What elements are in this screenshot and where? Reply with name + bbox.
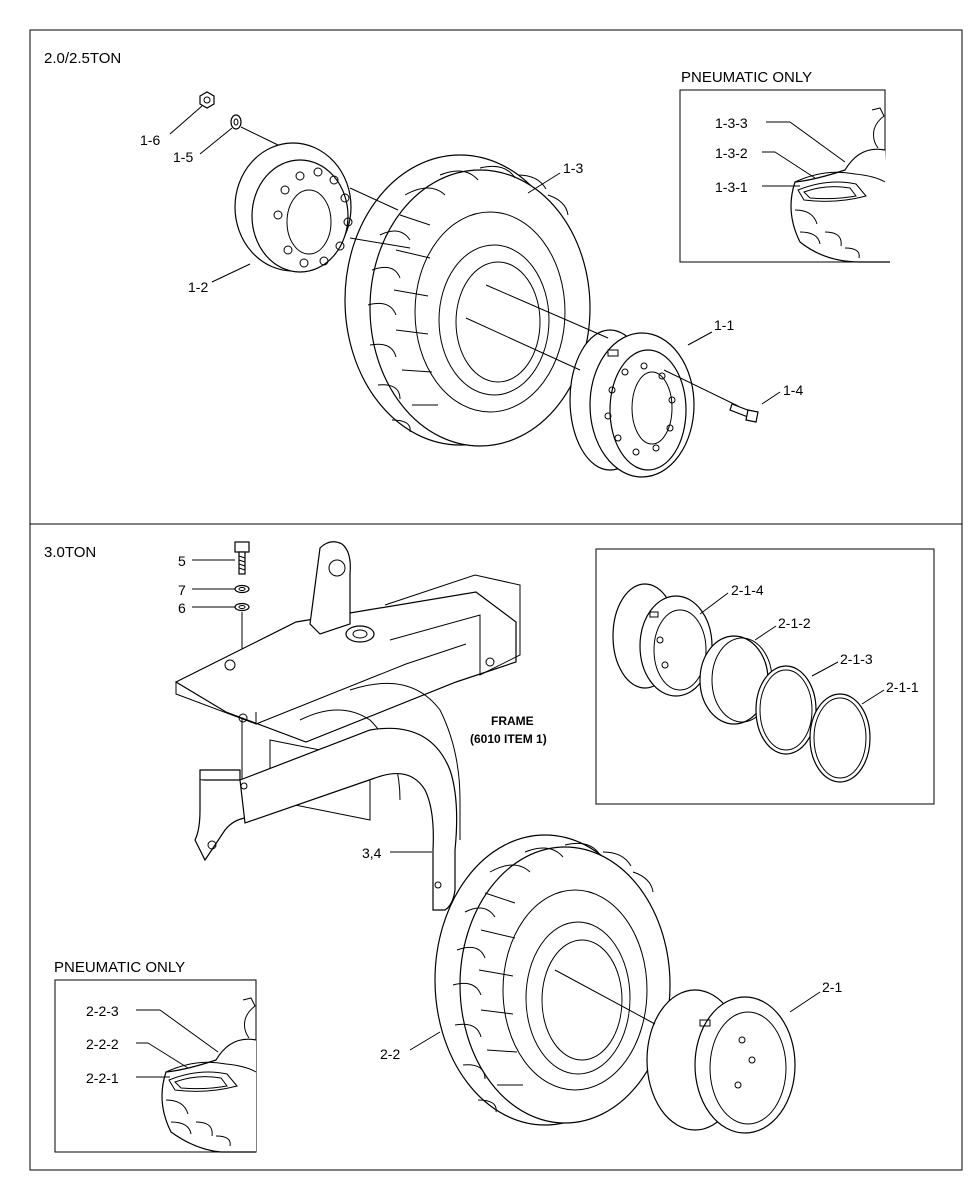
callout-2-2-2: 2-2-2 <box>86 1036 119 1052</box>
bottom-section-frame <box>29 523 963 1171</box>
tire-bottom <box>434 834 671 1126</box>
callout-1-2: 1-2 <box>188 279 208 295</box>
bolt-part-bottom <box>234 541 250 575</box>
callout-1-5: 1-5 <box>173 149 193 165</box>
callout-2-1-4: 2-1-4 <box>731 582 764 598</box>
nut-part <box>199 91 215 109</box>
washer-part <box>230 114 242 130</box>
leader-lines-rim-inset <box>699 592 885 705</box>
callout-2-1-2: 2-1-2 <box>778 615 811 631</box>
top-section-title: 2.0/2.5TON <box>44 50 121 67</box>
leader-lines-inset-bottom <box>136 1009 219 1078</box>
washer-7 <box>234 584 250 594</box>
tire-top <box>344 154 591 447</box>
pneumatic-inset-bottom-title: PNEUMATIC ONLY <box>54 959 185 976</box>
fender-part <box>239 727 458 911</box>
bottom-section-title: 3.0TON <box>44 544 96 561</box>
frame-note-line2: (6010 ITEM 1) <box>470 732 547 746</box>
frame-note-line1: FRAME <box>491 714 534 728</box>
callout-2-2: 2-2 <box>380 1046 400 1062</box>
callout-6: 6 <box>178 600 186 616</box>
bolt-part-top <box>729 403 759 423</box>
callout-5: 5 <box>178 553 186 569</box>
callout-1-1: 1-1 <box>714 317 734 333</box>
callout-1-3: 1-3 <box>563 160 583 176</box>
rim-assembly-exploded <box>612 583 871 783</box>
pneumatic-tube-detail-top <box>790 107 890 263</box>
callout-7: 7 <box>178 582 186 598</box>
leader-lines-bottom-wheel <box>409 969 821 1051</box>
callout-2-2-3: 2-2-3 <box>86 1003 119 1019</box>
leader-lines-top <box>169 105 781 407</box>
pneumatic-tube-detail-bottom <box>161 997 257 1153</box>
pneumatic-inset-top-title: PNEUMATIC ONLY <box>681 69 812 86</box>
rim-half-inner <box>569 329 695 478</box>
rim-half-outer <box>234 142 353 273</box>
washer-6 <box>234 602 250 612</box>
callout-1-3-2: 1-3-2 <box>715 145 748 161</box>
rim-assembly-inset <box>595 548 935 805</box>
callout-2-1: 2-1 <box>822 979 842 995</box>
leader-lines-inset-top <box>762 121 846 187</box>
wheel-bottom <box>646 989 796 1134</box>
callout-2-1-3: 2-1-3 <box>840 651 873 667</box>
callout-3-4: 3,4 <box>362 845 382 861</box>
callout-2-2-1: 2-2-1 <box>86 1070 119 1086</box>
callout-1-6: 1-6 <box>140 132 160 148</box>
callout-1-4: 1-4 <box>783 382 803 398</box>
callout-1-3-3: 1-3-3 <box>715 115 748 131</box>
callout-2-1-1: 2-1-1 <box>886 679 919 695</box>
callout-1-3-1: 1-3-1 <box>715 179 748 195</box>
